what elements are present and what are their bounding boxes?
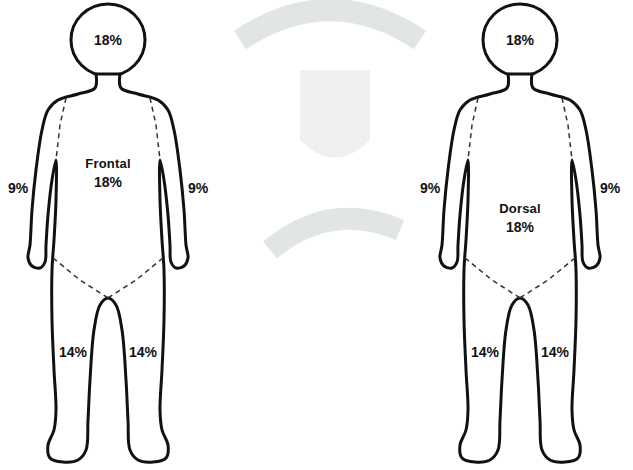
region-divider xyxy=(468,98,478,160)
percent-label: 14% xyxy=(471,345,499,359)
head-outline xyxy=(71,4,145,76)
region-divider xyxy=(520,258,575,298)
percent-label: 18% xyxy=(506,220,534,234)
percent-label: 9% xyxy=(188,181,208,195)
percent-label: 18% xyxy=(506,33,534,47)
body-outline xyxy=(440,74,600,462)
region-divider xyxy=(562,98,572,160)
child-figure xyxy=(440,4,600,462)
body-outline xyxy=(28,74,188,462)
figures xyxy=(28,4,600,462)
region-divider xyxy=(465,258,520,298)
region-divider xyxy=(150,98,160,160)
percent-label: 14% xyxy=(129,345,157,359)
child-figure xyxy=(28,4,188,462)
watermark-shield xyxy=(300,70,370,158)
percent-label: 18% xyxy=(94,175,122,189)
percent-label: 14% xyxy=(541,345,569,359)
view-label: Frontal xyxy=(85,157,130,170)
region-divider xyxy=(53,258,108,298)
watermark xyxy=(240,10,420,250)
head-outline xyxy=(483,4,557,76)
watermark-swoosh xyxy=(270,219,400,250)
percent-label: 9% xyxy=(8,181,28,195)
percent-label: 18% xyxy=(94,33,122,47)
region-divider xyxy=(56,98,66,160)
region-divider xyxy=(108,258,163,298)
percent-label: 9% xyxy=(420,181,440,195)
percent-label: 9% xyxy=(600,181,620,195)
watermark-arc xyxy=(240,10,420,40)
view-label: Dorsal xyxy=(499,202,541,215)
percent-label: 14% xyxy=(59,345,87,359)
